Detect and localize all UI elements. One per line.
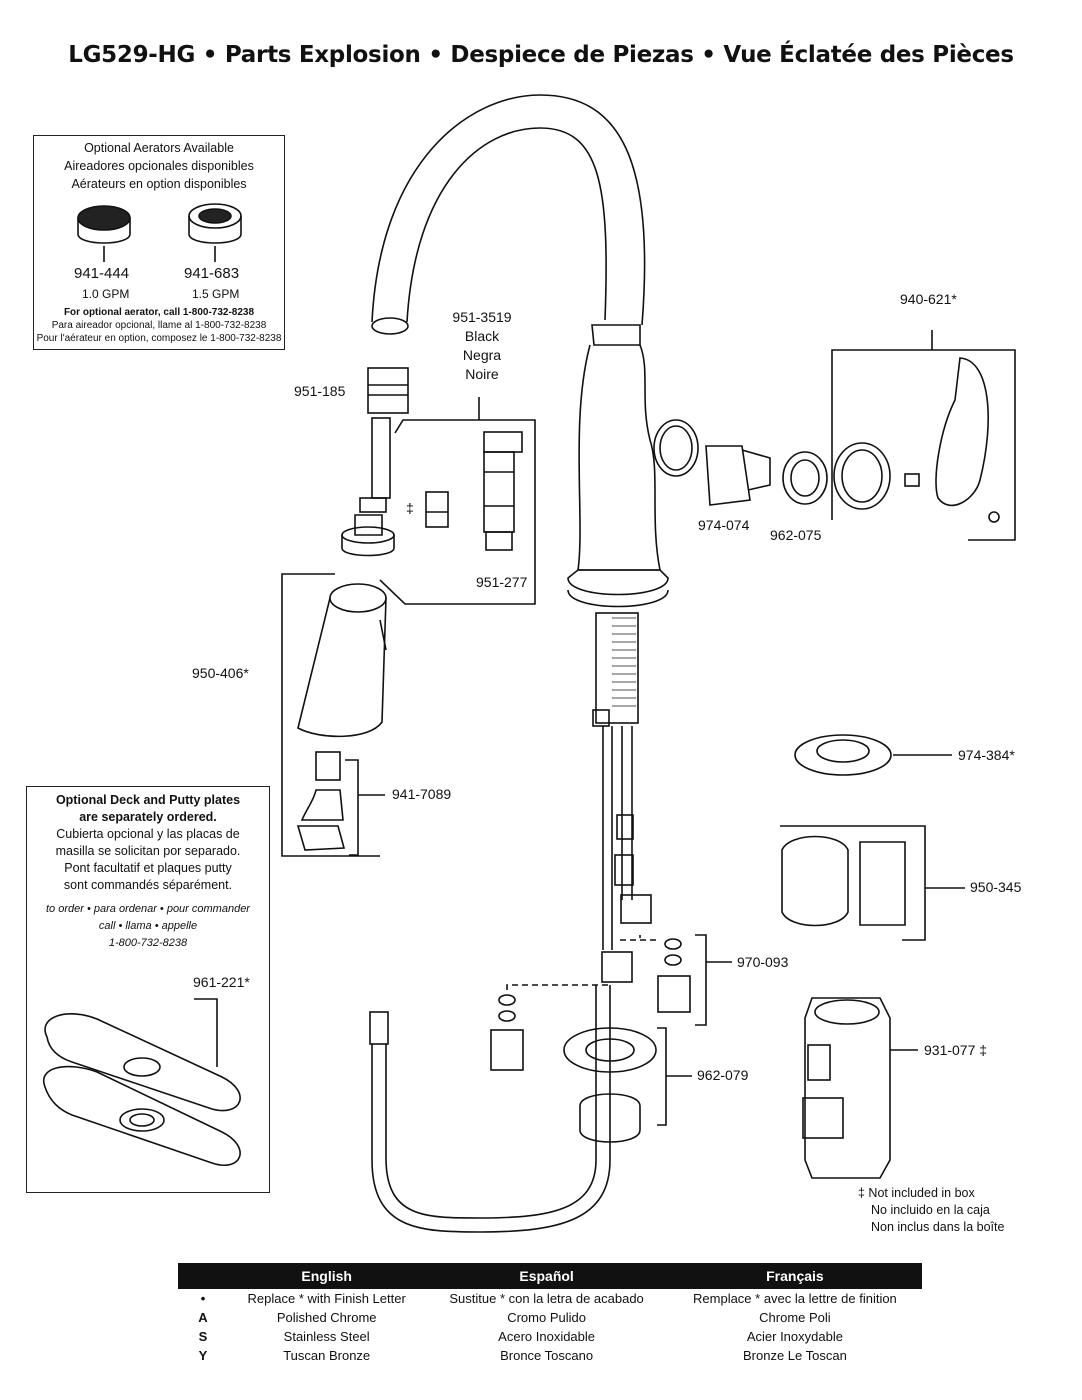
check-valve [425, 491, 449, 528]
deck-fr-1: Pont facultatif et plaques putty [64, 861, 232, 875]
sprayer-hose-parts [341, 367, 409, 557]
deck-plate-part: 961-221* [193, 974, 250, 990]
legend-fr: Bronze Le Toscan [742, 1348, 847, 1363]
legend-es: Bronce Toscano [500, 1348, 594, 1363]
deck-heading-1: Optional Deck and Putty plates [55, 793, 241, 807]
connection-nuts [490, 934, 732, 1071]
legend-row: • Replace * with Finish Letter Sustitue … [178, 1289, 922, 1308]
deck-plates-box: Optional Deck and Putty plates are separ… [26, 786, 270, 1193]
legend-fr: Chrome Poli [759, 1310, 831, 1325]
aerator-941-683-flow: 1.5 GPM [192, 287, 240, 301]
part-951-277: 951-277 [476, 574, 528, 590]
legend-header-english: English [228, 1263, 426, 1289]
legend-en: Stainless Steel [283, 1329, 370, 1344]
deck-order-2: call • llama • appelle [98, 920, 198, 932]
part-951-3519: 951-3519 Black Negra Noire [452, 308, 512, 384]
aerator-note-fr: Pour l'aérateur en option, composez le 1… [36, 333, 282, 344]
part-950-345: 950-345 [970, 879, 1022, 895]
legend-header-espanol: Español [425, 1263, 668, 1289]
legend-en: Replace * with Finish Letter [247, 1291, 406, 1306]
legend-code: A [198, 1310, 208, 1325]
part-941-7089: 941-7089 [392, 786, 452, 802]
deck-order-3: 1-800-732-8238 [108, 937, 188, 949]
spray-connector [483, 431, 523, 551]
part-951-3519-fr: Noire [465, 366, 499, 382]
legend-code: • [200, 1291, 206, 1306]
legend-fr: Remplace * avec la lettre de finition [693, 1291, 897, 1306]
part-931-077: 931-077 ‡ [924, 1042, 988, 1058]
aerators-heading-es: Aireadores opcionales disponibles [64, 159, 254, 173]
deck-plate-illustrations [42, 998, 241, 1166]
legend-es: Cromo Pulido [507, 1310, 586, 1325]
aerator-941-444-flow: 1.0 GPM [82, 287, 130, 301]
aerator-note-es: Para aireador opcional, llame al 1-800-7… [51, 320, 267, 331]
not-included-en: ‡ Not included in box [858, 1186, 975, 1200]
part-950-406: 950-406* [192, 665, 249, 681]
bracket-951-3519 [379, 397, 536, 605]
legend-es: Acero Inoxidable [498, 1329, 596, 1344]
hose-weight [780, 825, 965, 941]
legend-code: S [198, 1329, 208, 1344]
part-974-384: 974-384* [958, 747, 1015, 763]
legend-row: S Stainless Steel Acero Inoxidable Acier… [178, 1327, 922, 1346]
escutcheon [794, 734, 952, 776]
aerators-heading-fr: Aérateurs en option disponibles [71, 177, 247, 191]
aerator-941-683-part: 941-683 [184, 265, 240, 282]
quick-connector [802, 997, 918, 1179]
faucet-body [567, 324, 699, 983]
part-951-3519-number: 951-3519 [452, 309, 512, 325]
part-951-3519-es: Negra [462, 347, 502, 363]
legend-es: Sustitue * con la letra de acabado [449, 1291, 644, 1306]
finish-legend: English Español Français • Replace * wit… [178, 1263, 922, 1365]
aerators-heading-en: Optional Aerators Available [84, 141, 234, 155]
deck-order-1: to order • para ordenar • pour commander [46, 903, 250, 915]
aerator-illustrations [77, 203, 242, 262]
legend-code: Y [198, 1348, 208, 1363]
legend-fr: Acier Inoxydable [746, 1329, 843, 1344]
dagger-mark: ‡ [406, 500, 414, 516]
page-title: LG529-HG • Parts Explosion • Despiece de… [68, 42, 1014, 68]
aerator-note-en: For optional aerator, call 1-800-732-823… [63, 307, 255, 318]
deck-es-2: masilla se solicitan por separado. [55, 844, 241, 858]
deck-es-1: Cubierta opcional y las placas de [56, 827, 240, 841]
part-951-3519-en: Black [464, 328, 500, 344]
deck-fr-2: sont commandés séparément. [63, 878, 233, 892]
optional-aerators-box: Optional Aerators Available Aireadores o… [33, 135, 285, 350]
legend-en: Tuscan Bronze [283, 1348, 371, 1363]
legend-en: Polished Chrome [276, 1310, 377, 1325]
faucet-spout [371, 94, 646, 335]
part-974-074: 974-074 [698, 517, 750, 533]
part-940-621: 940-621* [900, 291, 957, 307]
not-included-note: ‡ Not included in box No incluido en la … [858, 1185, 1004, 1236]
handle-kit [705, 330, 1016, 541]
part-951-185: 951-185 [294, 383, 346, 399]
part-962-079: 962-079 [697, 1067, 749, 1083]
part-962-075: 962-075 [770, 527, 822, 543]
spray-head [281, 573, 387, 857]
legend-corner [178, 1263, 228, 1289]
not-included-fr: Non inclus dans la boîte [871, 1220, 1005, 1234]
aerator-941-444-part: 941-444 [74, 265, 130, 282]
mounting-washer-nut [563, 1027, 692, 1143]
sprayer-hose [369, 985, 611, 1233]
deck-heading-2: are separately ordered. [79, 810, 217, 824]
not-included-es: No incluido en la caja [871, 1203, 990, 1217]
legend-row: Y Tuscan Bronze Bronce Toscano Bronze Le… [178, 1346, 922, 1365]
part-970-093: 970-093 [737, 954, 789, 970]
legend-row: A Polished Chrome Cromo Pulido Chrome Po… [178, 1308, 922, 1327]
legend-header-francais: Français [667, 1263, 922, 1289]
